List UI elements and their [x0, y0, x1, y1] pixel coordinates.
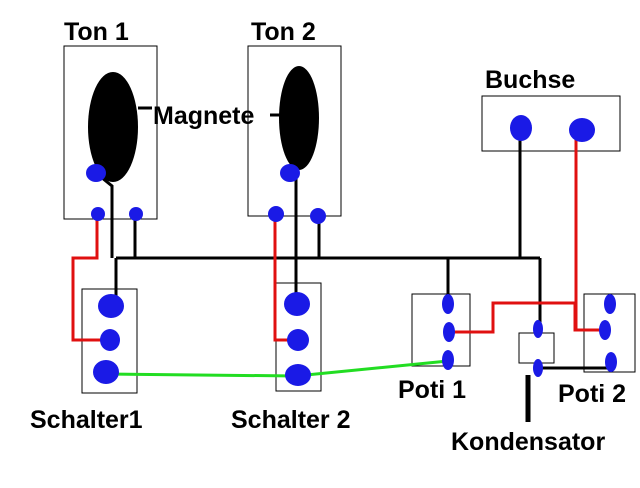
poti1-label: Poti 1 — [398, 376, 466, 404]
schalter2-terminal-top — [284, 292, 310, 316]
schalter1-label: Schalter1 — [30, 406, 143, 434]
ton2-label: Ton 2 — [251, 18, 316, 46]
ton1-terminal-left — [91, 207, 105, 221]
schalter2-terminal-bottom — [285, 364, 311, 386]
ton1-label: Ton 1 — [64, 18, 129, 46]
poti2-terminal-top — [604, 294, 616, 314]
ton2-terminal-right — [310, 208, 326, 224]
kondensator-terminal-bottom — [533, 359, 543, 377]
kondensator-terminal-top — [533, 320, 543, 338]
magnete-label: Magnete — [153, 102, 255, 130]
poti1-terminal-bottom — [442, 350, 454, 370]
poti1-terminal-middle — [443, 322, 455, 342]
ton2-magnet — [279, 66, 319, 170]
terminals — [86, 115, 617, 386]
schalter2-terminal-middle — [287, 329, 309, 351]
ton2-magnet-terminal — [280, 164, 300, 182]
ton1-terminal-right — [129, 207, 143, 221]
schalter1-terminal-bottom — [93, 360, 119, 384]
black-wires — [95, 106, 611, 422]
buchse-terminal-left — [510, 115, 532, 141]
ton1-magnet-terminal — [86, 164, 106, 182]
schalter1-terminal-top — [98, 294, 124, 318]
buchse-terminal-right — [569, 118, 595, 142]
poti1-terminal-top — [442, 294, 454, 314]
schalter1-terminal-middle — [100, 329, 120, 351]
ton1-red-wire — [71, 214, 111, 342]
poti1-box — [411, 293, 471, 367]
buchse-label: Buchse — [485, 66, 575, 94]
kondensator-box — [518, 332, 555, 364]
poti2-terminal-middle — [599, 320, 611, 340]
poti2-label: Poti 2 — [558, 380, 626, 408]
ton1-magnet — [88, 72, 138, 182]
poti2-terminal-bottom — [605, 352, 617, 372]
schalter2-label: Schalter 2 — [231, 406, 351, 434]
ton2-terminal-left — [268, 206, 284, 222]
poti1-poti2-red-wire — [450, 301, 605, 334]
buchse-jack-box — [481, 95, 621, 152]
kondensator-label: Kondensator — [451, 428, 605, 456]
